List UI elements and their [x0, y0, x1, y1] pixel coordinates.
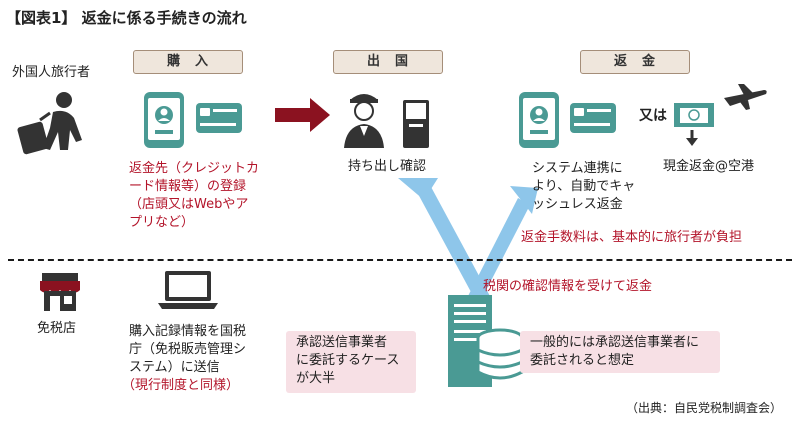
laptop-icon: [158, 271, 218, 309]
cash-refund-label: 現金返金@空港: [663, 159, 755, 174]
refund-destination-line-4: プリなど）: [129, 215, 195, 230]
shop-send-line-3: ステム）に送信: [129, 360, 220, 375]
shop-send-note: （現行制度と同様）: [122, 378, 240, 393]
smartphone-icon: [144, 92, 184, 148]
actor-shop-label: 免税店: [37, 321, 77, 336]
kiosk-icon: [403, 100, 429, 148]
auto-refund-line-3: ッシュレス返金: [532, 197, 623, 212]
callout-left: 承認送信事業者 に委託するケース が大半: [286, 331, 416, 393]
shop-send-line-2: 庁（免税販売管理シ: [129, 342, 247, 357]
callout-left-line-2: に委託するケース: [296, 353, 400, 368]
callout-left-line-3: が大半: [296, 371, 336, 386]
callout-right: 一般的には承認送信事業者に 委託されると想定: [520, 331, 720, 373]
smartphone-icon-refund: [519, 92, 559, 148]
tourist-icon: [17, 92, 82, 155]
auto-refund-line-2: より、自動でキャ: [532, 179, 636, 194]
credit-card-icon: [196, 103, 242, 133]
refund-destination-line-1: 返金先（クレジットカ: [129, 161, 260, 176]
departure-check-label: 持ち出し確認: [348, 159, 427, 174]
callout-right-line-2: 委託されると想定: [530, 353, 635, 368]
source-note: （出典：自民党税制調査会）: [626, 401, 783, 415]
shop-icon: [40, 273, 80, 311]
or-label: 又は: [639, 108, 667, 124]
customs-note: 税関の確認情報を受けて返金: [483, 279, 653, 294]
auto-refund-line-1: システム連携に: [532, 161, 623, 176]
stage-refund: 返 金: [580, 50, 690, 74]
shop-send-line-1: 購入記録情報を国税: [129, 324, 247, 339]
flow-arrows-blue: [398, 178, 538, 306]
airplane-icon: [724, 84, 767, 110]
actor-tourist-label: 外国人旅行者: [12, 65, 91, 80]
refund-destination-line-3: （店頭又はWebやア: [129, 197, 249, 212]
diagram-title: 【図表1】 返金に係る手続きの流れ: [6, 9, 247, 27]
stage-departure: 出 国: [333, 50, 443, 74]
stage-purchase: 購 入: [133, 50, 243, 74]
section-divider: [8, 259, 792, 261]
callout-right-line-1: 一般的には承認送信事業者に: [530, 335, 700, 350]
customs-officer-icon: [344, 94, 384, 148]
server-database-icon: [448, 295, 524, 387]
callout-left-line-1: 承認送信事業者: [296, 335, 388, 350]
arrow-right-icon: [275, 98, 330, 132]
fee-note: 返金手数料は、基本的に旅行者が負担: [521, 230, 743, 245]
atm-cash-icon: [674, 103, 714, 146]
credit-card-icon-refund: [570, 103, 616, 133]
refund-destination-line-2: ード情報等）の登録: [129, 179, 247, 194]
